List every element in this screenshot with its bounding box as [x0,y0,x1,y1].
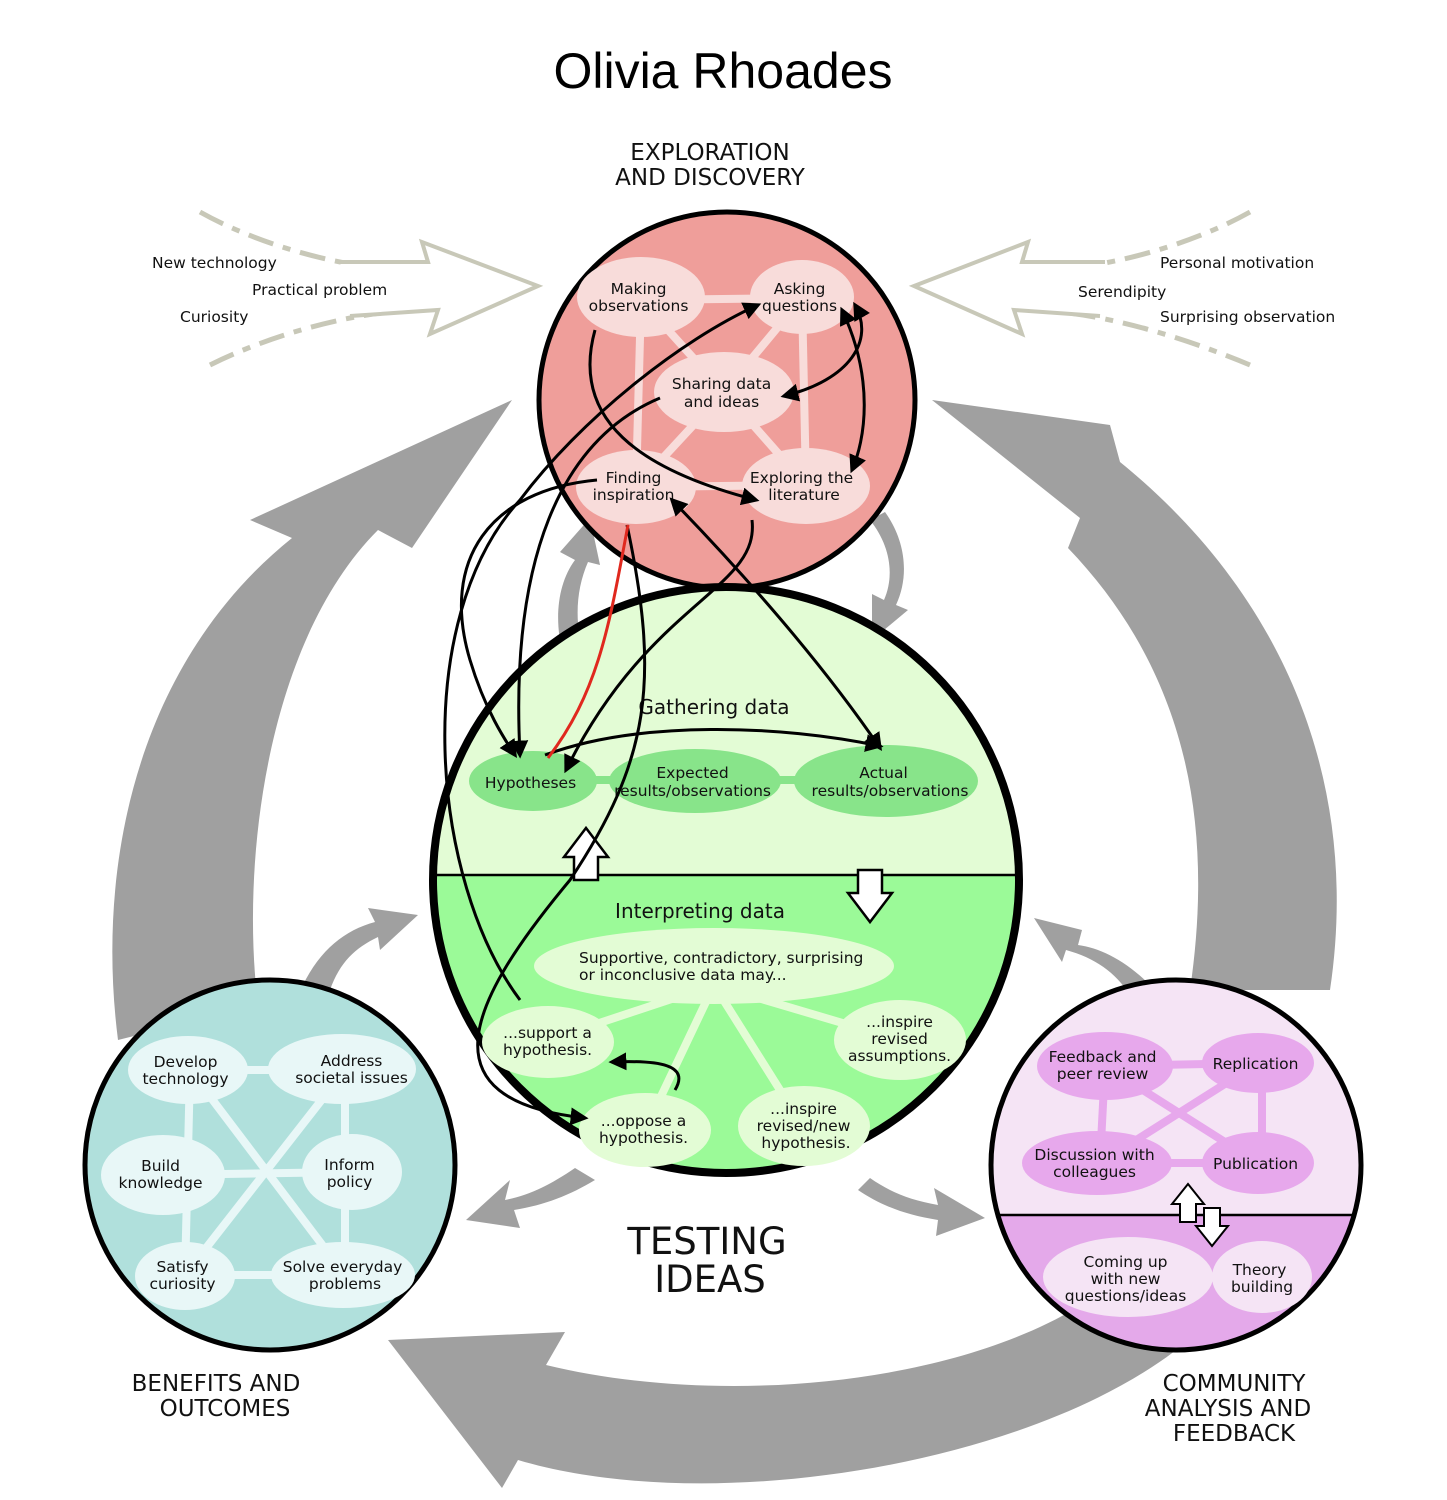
node-inspire-assumptions [834,1000,966,1080]
influence-arrow-right [908,209,1252,368]
node-making-observations [577,257,705,337]
community-heading-3: FEEDBACK [1173,1421,1296,1447]
node-feedback-peer-review [1037,1032,1173,1100]
node-oppose-hypothesis [579,1093,711,1167]
node-develop-technology [128,1036,248,1104]
node-coming-up-questions [1043,1237,1213,1317]
influence-curiosity: Curiosity [180,308,248,326]
node-inform-policy [302,1134,402,1210]
node-support-hypothesis [482,1006,614,1078]
node-theory-building [1212,1241,1312,1313]
node-satisfy-curiosity [135,1242,235,1310]
cycle-arrow-left [112,400,512,1040]
node-replication [1202,1033,1314,1093]
community-heading-2: ANALYSIS AND [1145,1396,1311,1422]
node-actual-results [794,745,978,817]
community-hollow-arrow-down [1193,1207,1231,1248]
interpreting-data-label: Interpreting data [615,899,785,923]
node-sharing-data [654,352,794,432]
svg-text:Supportive, contradictory, sur: Supportive, contradictory, surprising or… [579,949,868,984]
exchange-arrow-top-left [558,518,600,640]
svg-text:Hypotheses Expected: Hypotheses Expected results/observations… [485,764,969,800]
exchange-arrow-right-down [858,1178,985,1236]
testing-heading-2: IDEAS [654,1258,766,1301]
influence-new-technology: New technology [152,254,277,272]
community-hollow-arrow-up [1169,1182,1207,1223]
node-interpreting-summary [534,928,894,1004]
svg-text:Feedback and peer review: Feedback and peer review Replication Dis… [1034,1048,1303,1305]
influence-surprising-observation: Surprising observation [1160,308,1335,326]
node-expected-results [609,749,781,813]
hollow-arrow-down [845,868,895,925]
exchange-arrow-right-up [1034,918,1150,995]
influence-serendipity: Serendipity [1078,283,1166,301]
svg-text:Develop technology: Develop technology Address societal issu… [119,1052,413,1293]
influence-personal-motivation: Personal motivation [1160,254,1314,272]
node-inspire-hypothesis [738,1086,870,1166]
page-title: Olivia Rhoades [553,43,892,99]
exploration-heading-2: AND DISCOVERY [615,165,806,191]
connection-arrows [443,301,884,1126]
exchange-arrow-left-down [466,1168,595,1228]
benefits-circle: Develop technology Address societal issu… [82,977,458,1353]
highlight-link [546,524,630,759]
exchange-arrow-top-right [870,512,908,640]
node-discussion-colleagues [1022,1131,1172,1195]
svg-text:...support a hypothesis.: ...support a hypothesis. ...inspire revi… [503,1013,956,1152]
exchange-arrow-left-up [303,908,418,990]
node-solve-everyday-problems [271,1242,415,1308]
node-build-knowledge [101,1135,225,1215]
outer-cycle-arrows [112,400,1337,1488]
exploration-circle: Making observations Asking questions Sha… [536,209,918,591]
exploration-heading-1: EXPLORATION [630,140,789,166]
cycle-arrow-right [932,400,1337,990]
influence-practical-problem: Practical problem [252,281,387,299]
cycle-arrow-bottom [388,1270,1200,1488]
community-heading-1: COMMUNITY [1163,1371,1307,1397]
benefits-heading-2: OUTCOMES [160,1396,291,1422]
node-publication [1202,1132,1314,1194]
influence-arrow-left [198,209,544,368]
testing-heading-1: TESTING [626,1220,786,1263]
gathering-data-label: Gathering data [638,695,789,719]
node-address-societal-issues [268,1034,416,1104]
benefits-heading-1: BENEFITS AND [132,1371,301,1397]
community-circle: Feedback and peer review Replication Dis… [988,977,1364,1353]
